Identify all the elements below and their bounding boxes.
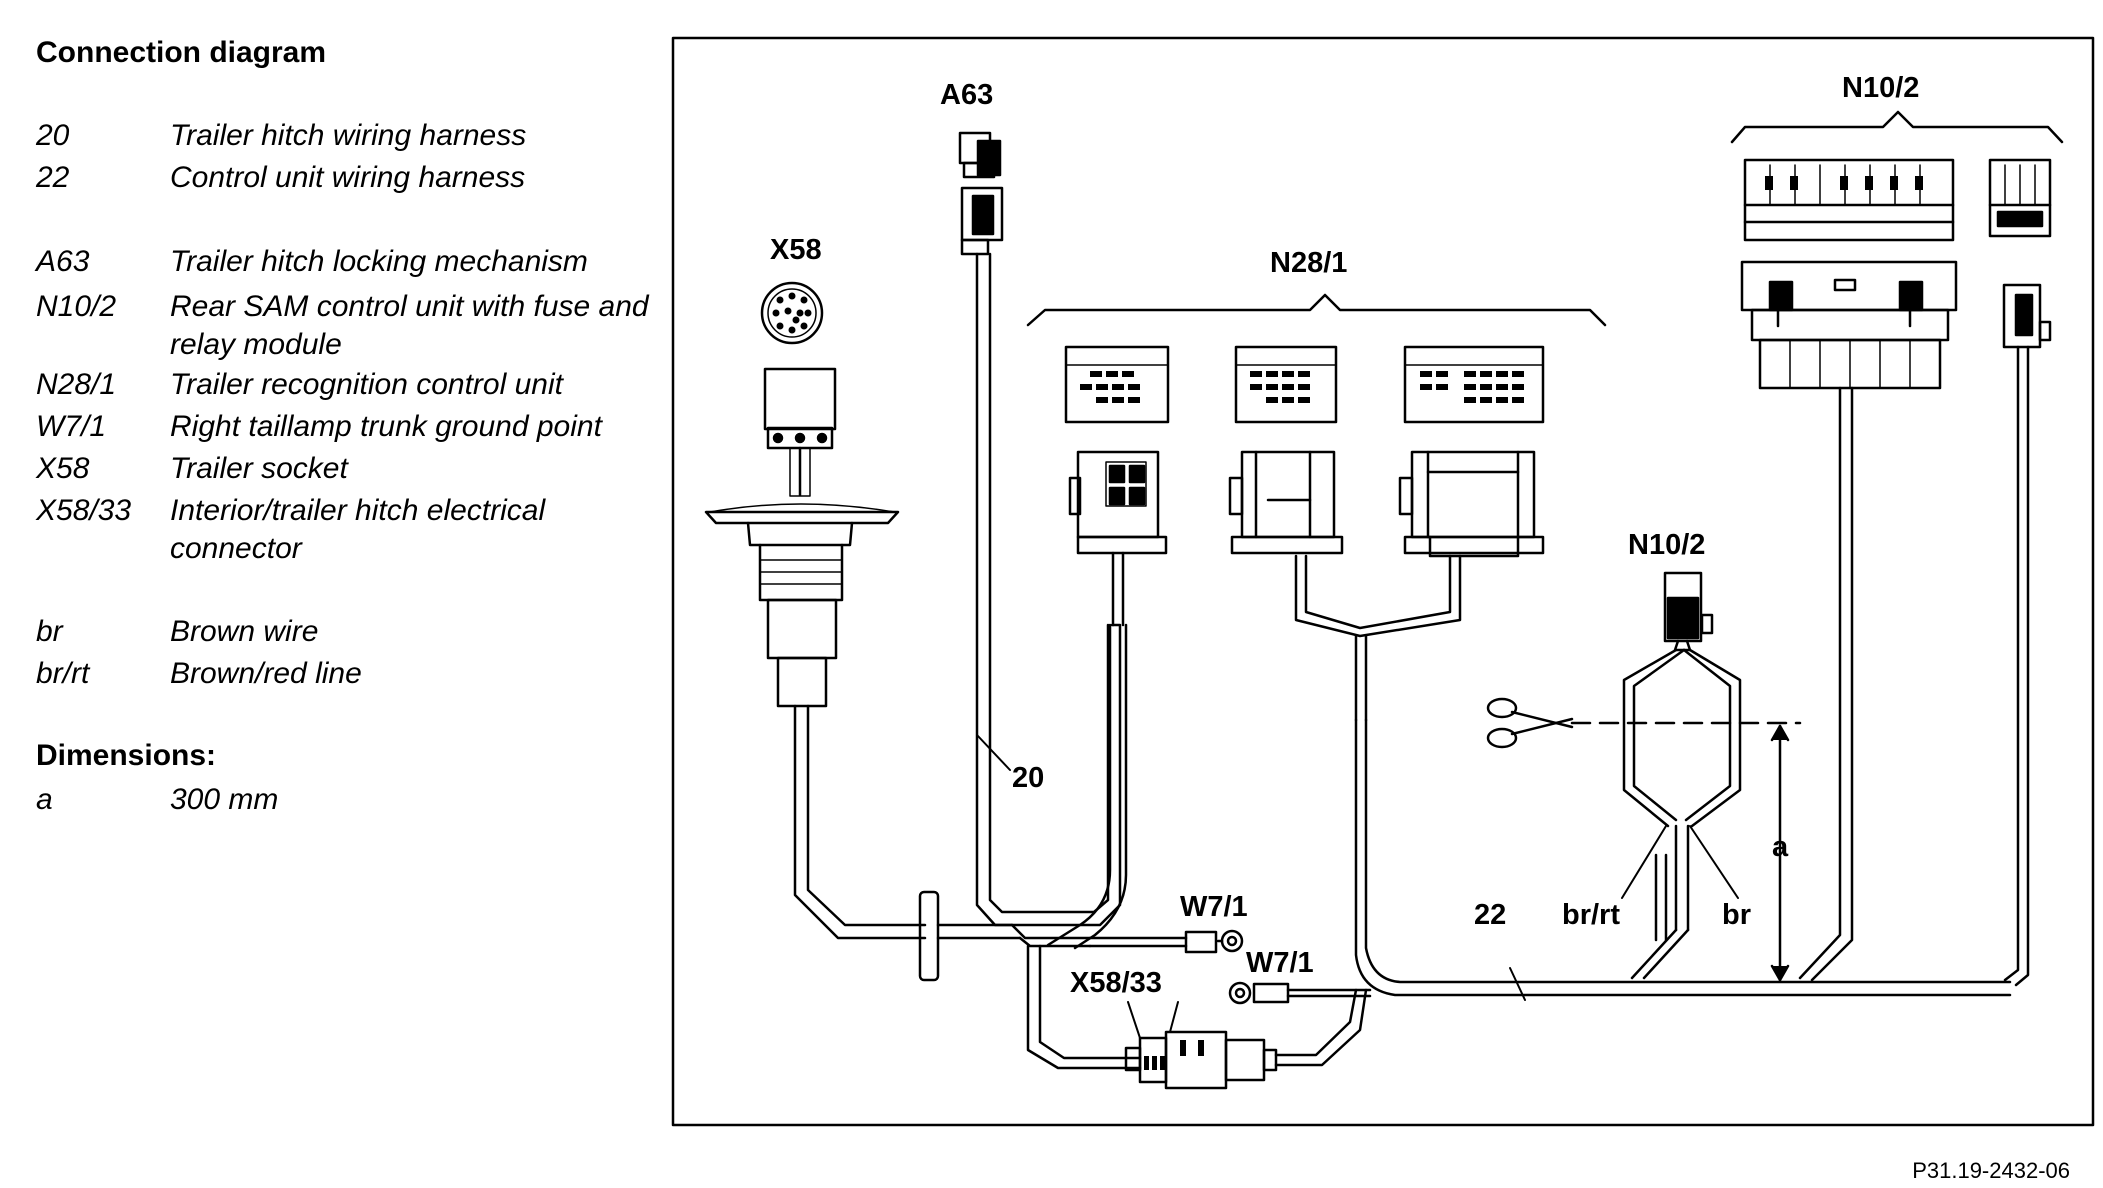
dimensions-title: Dimensions: (36, 739, 217, 772)
n28-1-brace (1026, 293, 1607, 327)
legend-desc: Brown wire (170, 615, 319, 648)
label-br: br (1722, 899, 1751, 931)
label-harness-22: 22 (1474, 899, 1506, 931)
label-dim-a: a (1772, 831, 1789, 863)
label-w7-1-lower: W7/1 (1246, 947, 1314, 979)
legend-code: X58/33 (36, 494, 132, 527)
n28-1-connector-1 (1064, 345, 1170, 555)
legend-code: 20 (36, 119, 70, 152)
x58-trailer-socket (704, 281, 900, 708)
legend-code: 22 (36, 161, 70, 194)
a63-connector (958, 131, 1004, 256)
legend-code: br (36, 615, 63, 648)
legend-code: br/rt (36, 657, 90, 690)
w7-1-lower-ground (1228, 981, 1372, 1005)
legend-desc: Control unit wiring harness (170, 161, 526, 194)
n28-1-wires (1046, 551, 1462, 950)
label-n28-1: N28/1 (1270, 247, 1347, 279)
legend-code: W7/1 (36, 410, 107, 443)
diagram-frame (671, 36, 2095, 1127)
br-leader-lines (1621, 825, 1739, 899)
x58-33-connector (1124, 988, 1368, 1090)
label-br-rt: br/rt (1562, 899, 1620, 931)
harness-22 (1354, 718, 2012, 1001)
label-w7-1-upper: W7/1 (1180, 891, 1248, 923)
legend-title: Connection diagram (36, 36, 327, 69)
legend-code: N28/1 (36, 368, 117, 401)
x58-cable (793, 704, 1142, 1070)
legend-desc: Trailer hitch locking mechanism (170, 245, 588, 278)
n10-2-fuse-module-connector (1740, 158, 1958, 390)
n28-1-connector-2 (1228, 345, 1344, 555)
br-br-rt-wires (1622, 648, 1742, 980)
legend-desc: Trailer recognition control unit (170, 368, 563, 401)
legend-desc: Rear SAM control unit with fuse and rela… (170, 290, 649, 361)
n10-2-top-wires (1798, 345, 2030, 987)
label-n10-2-top: N10/2 (1842, 72, 1919, 104)
n10-2-small-connector (1988, 158, 2052, 349)
legend-desc: Trailer hitch wiring harness (170, 119, 527, 152)
label-x58-33: X58/33 (1070, 967, 1162, 999)
w7-1-upper-ground (1088, 929, 1244, 954)
n28-1-connector-3 (1398, 345, 1545, 558)
label-a63: A63 (940, 79, 993, 111)
label-n10-2-mid: N10/2 (1628, 529, 1705, 561)
harness-20 (975, 252, 1122, 927)
n10-2-mid-connector (1663, 571, 1714, 652)
n10-2-top-brace (1730, 110, 2064, 144)
legend-desc: Trailer socket (170, 452, 348, 485)
scissors-icon (1486, 697, 1574, 749)
label-harness-20: 20 (1012, 762, 1044, 794)
dimension-a (1770, 724, 1790, 982)
legend-code: N10/2 (36, 290, 117, 323)
legend-desc: Interior/trailer hitch electrical connec… (170, 494, 546, 565)
legend-code: A63 (36, 245, 90, 278)
dimension-code: a (36, 783, 53, 816)
label-x58: X58 (770, 234, 822, 266)
legend-code: X58 (36, 452, 90, 485)
legend-desc: Right taillamp trunk ground point (170, 410, 602, 443)
dimension-desc: 300 mm (170, 783, 279, 816)
figure-code: P31.19-2432-06 (1912, 1158, 2070, 1183)
legend-desc: Brown/red line (170, 657, 362, 690)
